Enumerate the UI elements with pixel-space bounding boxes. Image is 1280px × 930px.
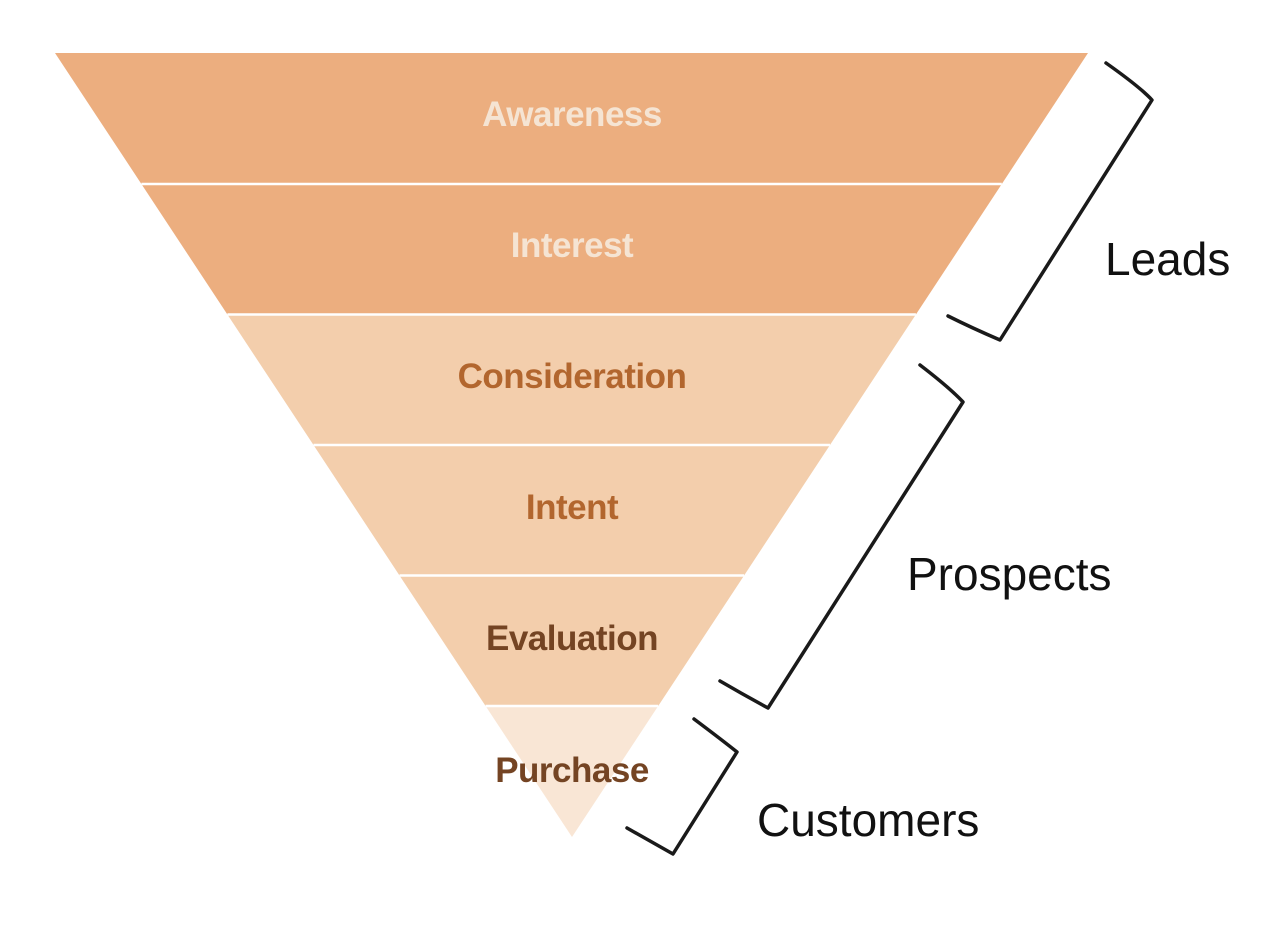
group-labels: Leads Prospects Customers <box>757 233 1230 846</box>
group-label-leads: Leads <box>1105 233 1230 285</box>
stage-labels: Awareness Interest Consideration Intent … <box>458 95 687 790</box>
band-dividers <box>141 182 1002 708</box>
stage-label-evaluation: Evaluation <box>486 619 658 658</box>
stage-band-interest <box>141 184 1002 315</box>
stage-label-awareness: Awareness <box>482 95 662 134</box>
stage-band-evaluation <box>399 575 745 706</box>
stage-label-intent: Intent <box>526 488 619 527</box>
funnel-bands <box>55 53 1088 837</box>
stage-label-purchase: Purchase <box>495 751 649 790</box>
bracket-customers <box>625 717 739 856</box>
stage-band-purchase <box>485 706 659 837</box>
group-label-customers: Customers <box>757 794 979 846</box>
bracket-leads <box>946 61 1154 342</box>
stage-band-consideration <box>227 314 916 445</box>
stage-label-consideration: Consideration <box>458 357 687 396</box>
group-brackets <box>625 61 1154 856</box>
stage-label-interest: Interest <box>511 226 634 265</box>
stage-band-awareness <box>55 53 1088 184</box>
stage-band-intent <box>313 445 830 576</box>
bracket-prospects <box>718 363 965 710</box>
group-label-prospects: Prospects <box>907 548 1112 600</box>
